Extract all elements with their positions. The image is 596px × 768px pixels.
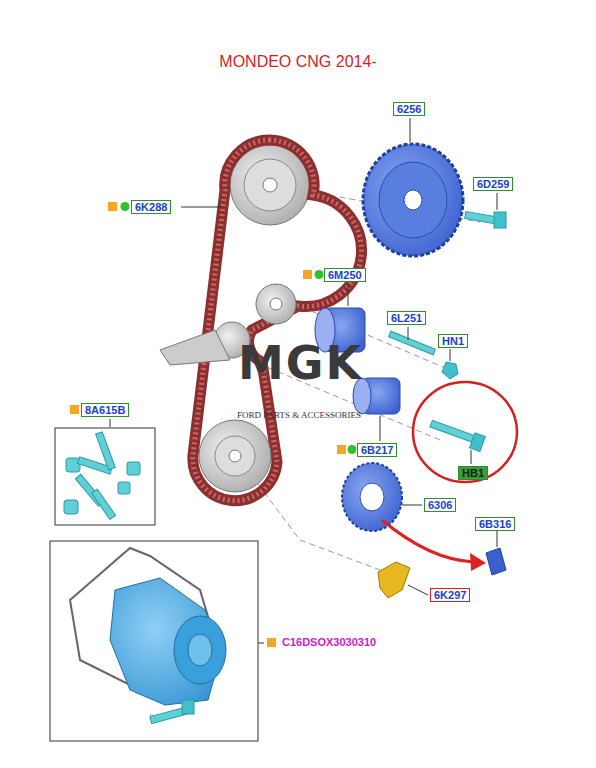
callout-box: 6B217 xyxy=(357,443,397,457)
callout-number: 6B316 xyxy=(479,518,511,530)
crank-pulley xyxy=(199,420,271,492)
watermark: MGK xyxy=(238,336,363,390)
leader-line xyxy=(110,118,497,643)
callout-box: 6B316 xyxy=(475,517,515,531)
callout-number: 6256 xyxy=(397,103,421,115)
cam-sprocket xyxy=(363,144,463,256)
arrow-head xyxy=(470,553,486,571)
axis-line xyxy=(150,190,480,718)
callout-number: 6K288 xyxy=(135,201,167,213)
water-pump xyxy=(70,548,226,724)
callout-box: 6D259 xyxy=(473,177,513,191)
callout-box: HB1 xyxy=(458,466,488,480)
callout-box: 6L251 xyxy=(387,311,426,325)
watermark: FORD PARTS & ACCESSORIES xyxy=(237,410,361,420)
callout-box: HN1 xyxy=(438,334,468,348)
callout-box: 6K288 xyxy=(131,200,171,214)
red-arrow xyxy=(382,520,474,562)
callout-number: 8A615B xyxy=(85,404,125,416)
highlight-circle xyxy=(413,382,517,482)
idler-roller xyxy=(256,284,296,324)
part-number: C16DSOX3030310 xyxy=(282,636,376,648)
status-marker xyxy=(70,202,357,647)
bolt xyxy=(430,420,485,451)
stud xyxy=(389,331,436,355)
callout-number: 6M250 xyxy=(328,269,362,281)
callout-number: 6L251 xyxy=(391,312,422,324)
bolt-set xyxy=(64,432,140,520)
callout-box: 6306 xyxy=(424,498,456,512)
group-box xyxy=(55,428,155,525)
callout-number: HN1 xyxy=(442,335,464,347)
callout-box: 6M250 xyxy=(324,268,366,282)
callout-number: 6K297 xyxy=(434,589,466,601)
callout-number: 6D259 xyxy=(477,178,509,190)
callout-number: HB1 xyxy=(462,467,484,479)
callout-box: 6K297 xyxy=(430,588,470,602)
callout-box: 8A615B xyxy=(81,403,129,417)
timing-tool xyxy=(378,562,410,598)
crank-sprocket xyxy=(342,463,402,531)
callout-number: 6306 xyxy=(428,499,452,511)
bolt xyxy=(465,211,506,228)
nut xyxy=(442,362,458,379)
key-piece xyxy=(486,548,506,575)
group-box xyxy=(50,541,258,741)
title: MONDEO CNG 2014- xyxy=(0,53,596,71)
callout-number: 6B217 xyxy=(361,444,393,456)
callout-box: 6256 xyxy=(393,102,425,116)
